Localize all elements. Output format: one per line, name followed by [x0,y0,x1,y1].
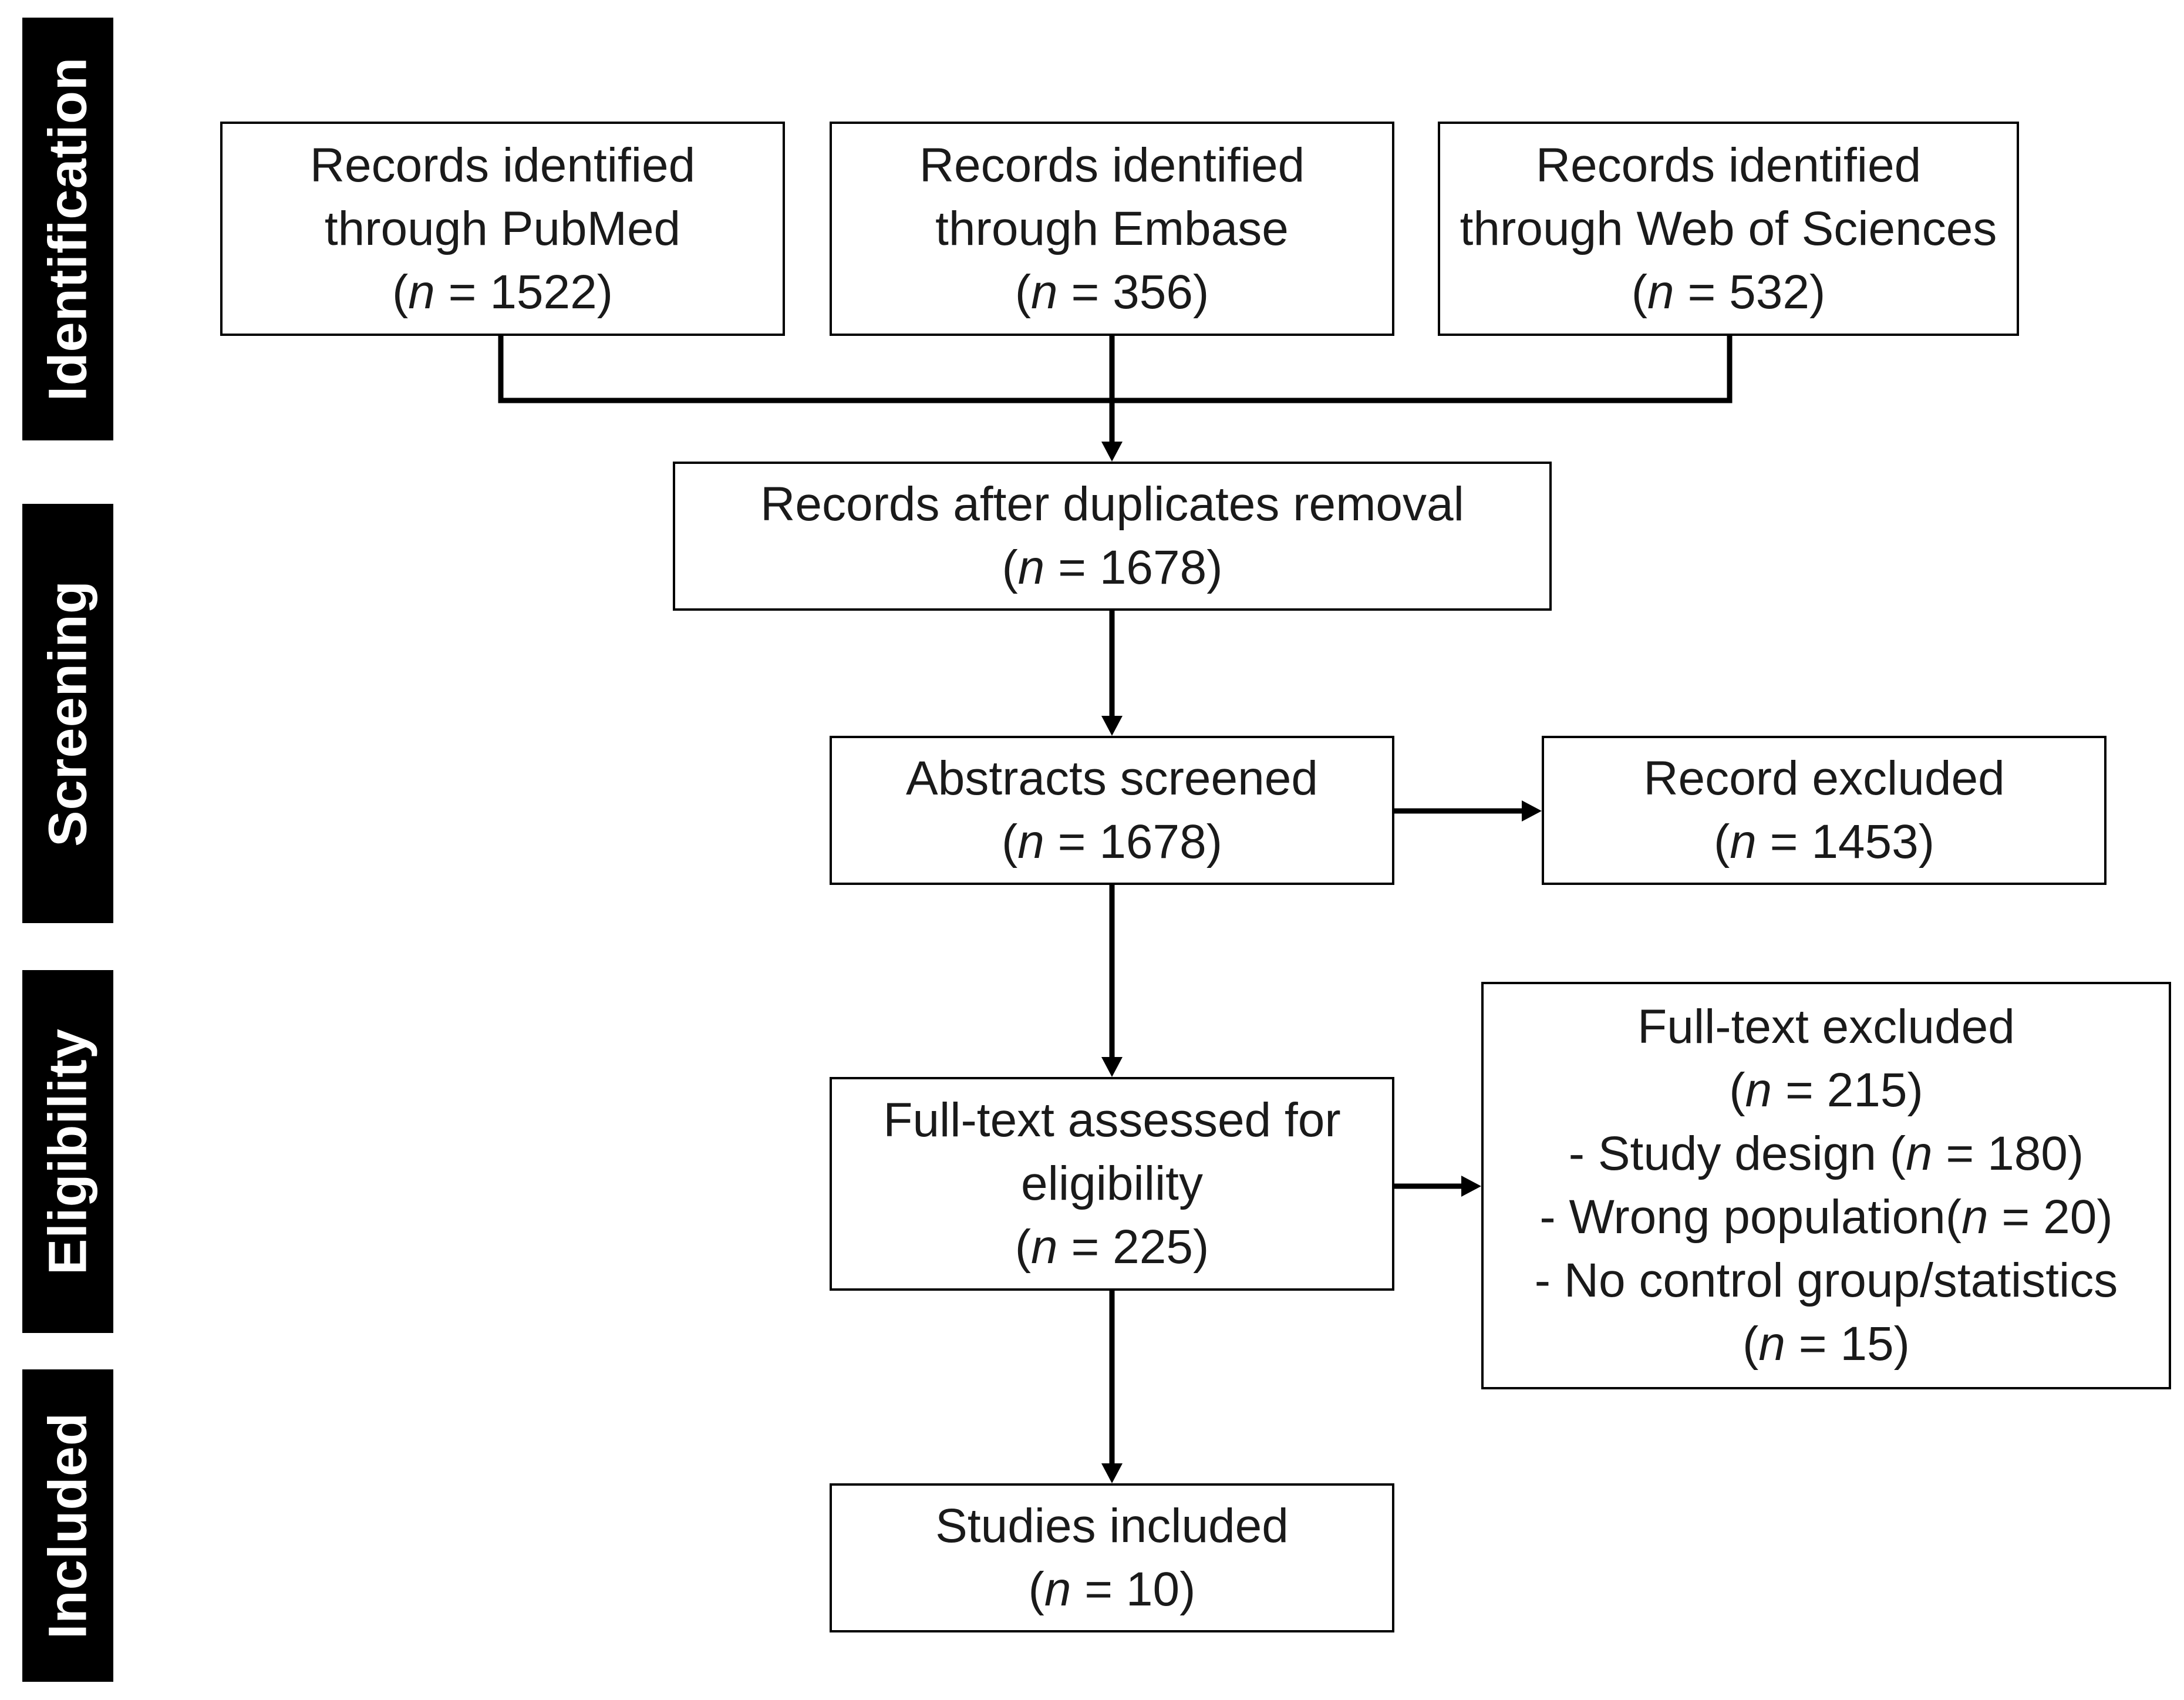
arrowhead-fulltext [1101,1057,1123,1077]
box-line: Full-text assessed for [883,1093,1341,1147]
abstracts-screened-box: Abstracts screened (n = 1678) [830,736,1394,885]
exclusion-reason: - No control group/statistics [1534,1254,2118,1307]
count-value: 215 [1826,1063,1907,1117]
count-value: 225 [1113,1220,1193,1274]
box-line: Records identified [1535,138,1922,192]
count-value: 1453 [1811,815,1919,868]
reason-text: - Wrong population( [1539,1190,1962,1244]
stage-eligibility: Eligibility [22,970,113,1333]
studies-included-box: Studies included (n = 10) [830,1483,1394,1632]
count-line: (n = 15) [1743,1317,1910,1371]
count-equals: = [1988,1190,2044,1244]
count-symbol: n [1017,541,1045,594]
arrowhead-dedup [1101,442,1123,462]
count-value: 1522 [490,265,597,319]
count-symbol: n [1745,1063,1772,1117]
count-value: 180 [1987,1127,2068,1180]
fulltext-assessed-box: Full-text assessed for eligibility (n = … [830,1077,1394,1291]
count-line: (n = 1678) [1001,815,1223,868]
arrowhead-record-excluded [1522,800,1542,822]
box-line: Records after duplicates removal [760,477,1464,531]
arrowhead-fulltext-excluded [1461,1176,1481,1197]
box-line: Records identified [919,138,1305,192]
count-equals: = [1772,1063,1827,1117]
count-line: (n = 532) [1631,265,1826,319]
count-line: (n = 1453) [1713,815,1935,868]
fulltext-excluded-box: Full-text excluded (n = 215) - Study des… [1481,982,2171,1389]
count-equals: = [1674,265,1730,319]
count-line: (n = 356) [1015,265,1209,319]
count-value: 1678 [1099,541,1207,594]
count-equals: = [1057,1220,1113,1274]
count-value: 15 [1840,1317,1894,1371]
box-title: Full-text excluded [1637,1000,2015,1053]
box-line: through Web of Sciences [1460,201,1997,255]
embase-records-box: Records identified through Embase (n = 3… [830,122,1394,336]
count-symbol: n [1044,1563,1071,1616]
count-equals: = [1044,541,1100,594]
box-line: Abstracts screened [906,752,1318,805]
exclusion-reason: - Wrong population(n = 20) [1539,1186,2112,1249]
count-symbol: n [1031,265,1058,319]
count-value: 356 [1113,265,1193,319]
count-symbol: n [1758,1317,1785,1371]
reason-suffix: ) [2097,1190,2113,1244]
count-symbol: n [408,265,435,319]
count-line: (n = 1678) [1002,541,1223,594]
count-value: 20 [2043,1190,2097,1244]
count-equals: = [1057,265,1113,319]
box-line: Records identified [309,138,696,192]
count-symbol: n [1017,815,1044,868]
count-symbol: n [1730,815,1757,868]
count-symbol: n [1647,265,1674,319]
count-equals: = [1044,815,1100,868]
box-line: Record excluded [1643,752,2005,805]
count-symbol: n [1906,1127,1933,1180]
box-line: through PubMed [324,201,681,255]
count-equals: = [1071,1563,1126,1616]
reason-suffix: ) [2067,1127,2084,1180]
box-line: eligibility [1021,1157,1203,1210]
stage-screening: Screening [22,504,113,923]
count-line: (n = 215) [1729,1063,1923,1117]
count-equals: = [434,265,490,319]
pubmed-records-box: Records identified through PubMed (n = 1… [220,122,785,336]
count-equals: = [1785,1317,1841,1371]
count-equals: = [1756,815,1812,868]
count-value: 532 [1729,265,1809,319]
stage-included: Included [22,1369,113,1682]
count-value: 1678 [1099,815,1206,868]
dedup-records-box: Records after duplicates removal (n = 16… [673,462,1552,611]
count-line: (n = 10) [1028,1563,1196,1616]
count-symbol: n [1031,1220,1058,1274]
merge-connector [498,336,1733,403]
count-value: 10 [1125,1563,1180,1616]
exclusion-reason: - Study design (n = 180) [1569,1122,2084,1186]
count-equals: = [1932,1127,1988,1180]
box-line: through Embase [935,201,1289,255]
count-symbol: n [1961,1190,1988,1244]
arrowhead-included [1101,1463,1123,1483]
count-line: (n = 225) [1015,1220,1209,1274]
stage-identification: Identification [22,18,113,440]
arrowhead-abstracts [1101,716,1123,736]
reason-text: - Study design ( [1568,1127,1906,1180]
count-line: (n = 1522) [392,265,614,319]
wos-records-box: Records identified through Web of Scienc… [1438,122,2019,336]
box-line: Studies included [935,1499,1289,1553]
record-excluded-box: Record excluded (n = 1453) [1542,736,2107,885]
